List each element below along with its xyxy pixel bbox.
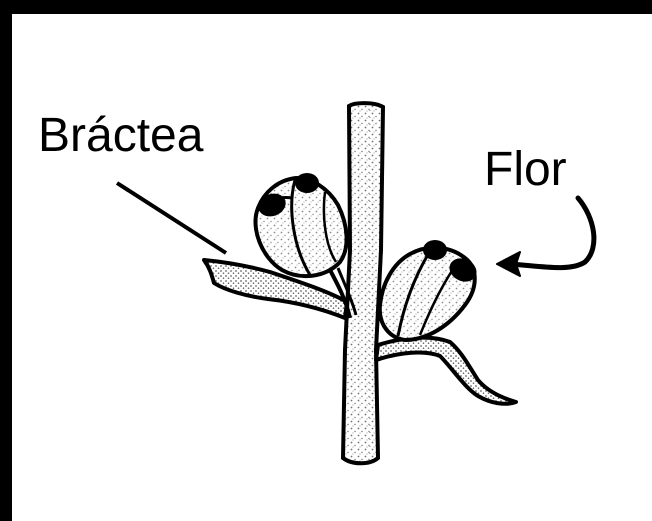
flower-label: Flor <box>484 146 567 194</box>
right-bract <box>376 338 516 404</box>
bract-label: Bráctea <box>38 112 203 160</box>
right-flower <box>380 240 481 340</box>
stem <box>343 103 383 463</box>
flower-pointer-arrow <box>497 198 594 276</box>
left-flower <box>255 173 346 276</box>
bract-pointer-line <box>117 183 226 253</box>
